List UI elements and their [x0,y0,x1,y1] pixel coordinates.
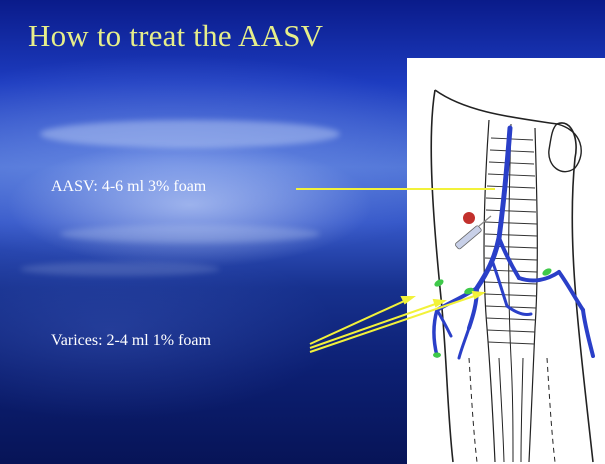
arrow-head-icon [402,297,413,303]
varices-pointer-line [310,301,444,348]
varices-dose-label: Varices: 2-4 ml 1% foam [51,332,211,350]
arrow-head-icon [473,292,483,298]
aasv-dose-label: AASV: 4-6 ml 3% foam [51,178,206,196]
yellow-pointers [296,189,495,352]
arrow-head-icon [434,300,444,306]
varices-pointer-line [310,297,413,344]
varices-pointer-line [310,293,483,352]
